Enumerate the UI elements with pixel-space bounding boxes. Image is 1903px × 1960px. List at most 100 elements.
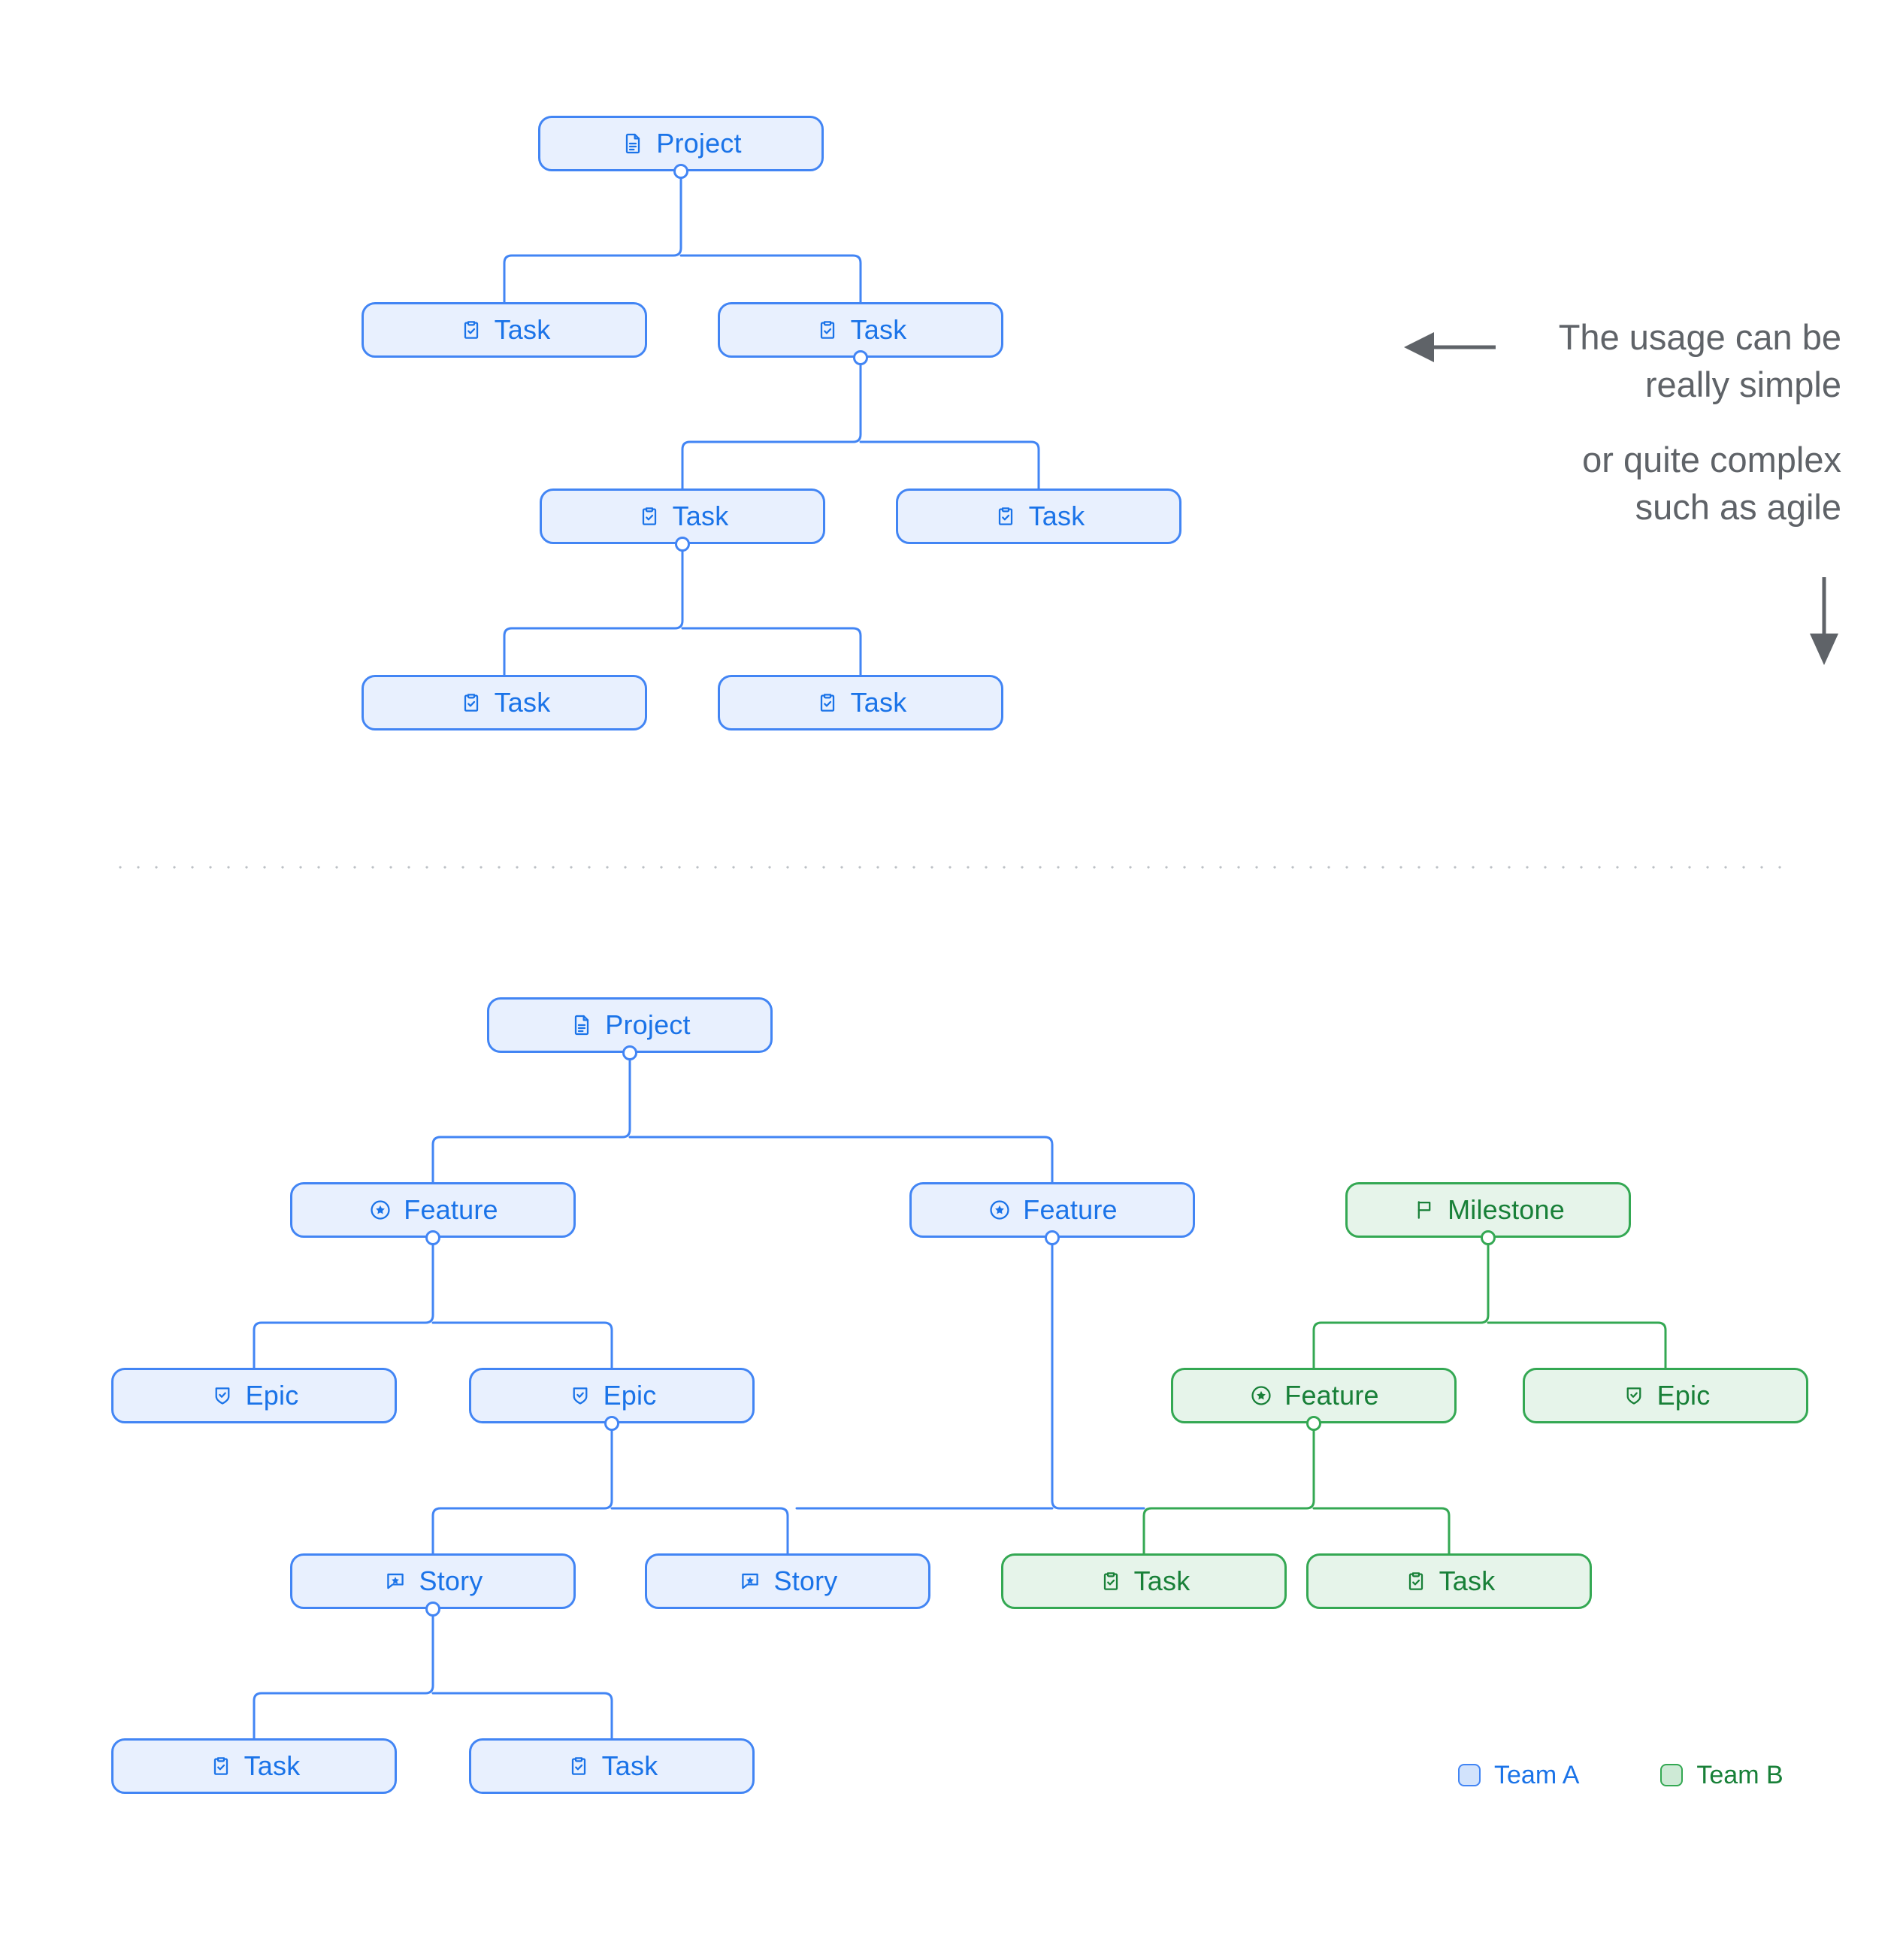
node-task-s5[interactable]: Task [362, 675, 647, 730]
document-icon [620, 131, 646, 156]
node-label: Project [656, 128, 742, 159]
annotation-paragraph-1: The usage can be really simple [1496, 314, 1841, 408]
node-label: Epic [245, 1380, 299, 1411]
node-label: Task [1133, 1565, 1191, 1596]
node-label: Task [494, 687, 551, 718]
node-label: Task [1028, 501, 1085, 531]
connector-dot [675, 537, 690, 552]
node-label: Feature [1284, 1380, 1379, 1411]
team-legend: Team A Team B [1458, 1762, 1783, 1788]
node-task-a12[interactable]: Task [111, 1738, 397, 1794]
node-label: Feature [404, 1194, 498, 1225]
legend-item-team-a[interactable]: Team A [1458, 1762, 1579, 1788]
node-label: Task [1439, 1565, 1496, 1596]
edge-group-agile-feature-green [1142, 1422, 1451, 1555]
clipboard-check-icon [458, 690, 484, 715]
legend-label-team-b: Team B [1696, 1761, 1783, 1789]
connector-dot [673, 164, 688, 179]
shield-check-icon [567, 1383, 593, 1408]
annotation-paragraph-2: or quite complex such as agile [1496, 437, 1841, 531]
node-feature-a2[interactable]: Feature [909, 1182, 1195, 1238]
node-milestone-a3[interactable]: Milestone [1345, 1182, 1631, 1238]
connector-dot [425, 1230, 440, 1245]
edge-group-agile-story1 [253, 1608, 613, 1740]
node-feature-a1[interactable]: Feature [290, 1182, 576, 1238]
edge-group-agile-milestone [1312, 1236, 1667, 1369]
node-label: Feature [1023, 1194, 1118, 1225]
section-divider [111, 866, 1792, 869]
annotation-line-2: really simple [1644, 364, 1841, 404]
connector-dot [1481, 1230, 1496, 1245]
arrow-down-icon [1810, 577, 1838, 665]
node-label: Task [850, 687, 907, 718]
legend-item-team-b[interactable]: Team B [1660, 1762, 1783, 1788]
node-label: Story [773, 1565, 838, 1596]
star-circle-icon [368, 1197, 393, 1223]
node-story-a9[interactable]: Story [645, 1553, 930, 1609]
edge-group-simple-level3 [503, 543, 862, 676]
star-circle-icon [987, 1197, 1012, 1223]
edge-group-agile-epic2 [431, 1422, 789, 1555]
node-label: Task [244, 1750, 301, 1781]
node-project-a0[interactable]: Project [487, 997, 773, 1053]
legend-swatch-team-b [1660, 1764, 1684, 1786]
document-icon [569, 1012, 594, 1038]
node-label: Task [601, 1750, 658, 1781]
connector-dot [604, 1416, 619, 1431]
annotation-note: The usage can be really simple or quite … [1496, 314, 1841, 531]
node-label: Epic [1656, 1380, 1711, 1411]
clipboard-check-icon [566, 1753, 591, 1779]
clipboard-check-icon [1098, 1568, 1124, 1594]
clipboard-check-icon [208, 1753, 234, 1779]
node-task-a13[interactable]: Task [469, 1738, 755, 1794]
annotation-line-1: The usage can be [1558, 317, 1841, 357]
node-story-a8[interactable]: Story [290, 1553, 576, 1609]
edge-group-agile-feature2-crossing [795, 1236, 1145, 1510]
connector-dot [425, 1602, 440, 1617]
node-label: Story [419, 1565, 483, 1596]
star-circle-icon [1248, 1383, 1274, 1408]
arrow-left-icon [1404, 332, 1496, 362]
edge-group-agile-feature1 [253, 1236, 613, 1369]
clipboard-check-icon [815, 317, 840, 343]
clipboard-check-icon [993, 504, 1018, 529]
node-project-s0[interactable]: Project [538, 116, 824, 171]
node-task-s6[interactable]: Task [718, 675, 1003, 730]
clipboard-check-icon [458, 317, 484, 343]
node-label: Project [605, 1009, 691, 1040]
node-task-s2[interactable]: Task [718, 302, 1003, 358]
edge-group-simple-level2 [681, 356, 1040, 490]
node-task-a11[interactable]: Task [1306, 1553, 1592, 1609]
connector-dot [622, 1045, 637, 1060]
node-task-a10[interactable]: Task [1001, 1553, 1287, 1609]
node-label: Task [494, 314, 551, 345]
node-label: Epic [603, 1380, 657, 1411]
annotation-line-3: or quite complex [1582, 440, 1841, 479]
clipboard-check-icon [815, 690, 840, 715]
shield-check-icon [210, 1383, 235, 1408]
node-feature-a6[interactable]: Feature [1171, 1368, 1457, 1423]
edge-group-agile-root [431, 1051, 1054, 1184]
story-bubble-icon [737, 1568, 763, 1594]
connector-dot [1306, 1416, 1321, 1431]
legend-swatch-team-a [1458, 1764, 1481, 1786]
edge-group-simple-root [503, 170, 862, 304]
annotation-line-4: such as agile [1635, 486, 1841, 527]
node-epic-a4[interactable]: Epic [111, 1368, 397, 1423]
node-task-s4[interactable]: Task [896, 488, 1181, 544]
node-label: Task [672, 501, 729, 531]
node-label: Task [850, 314, 907, 345]
legend-label-team-a: Team A [1494, 1761, 1580, 1789]
node-task-s3[interactable]: Task [540, 488, 825, 544]
node-task-s1[interactable]: Task [362, 302, 647, 358]
node-label: Milestone [1448, 1194, 1565, 1225]
connector-dot [853, 350, 868, 365]
node-epic-a7[interactable]: Epic [1523, 1368, 1808, 1423]
shield-check-icon [1621, 1383, 1647, 1408]
node-epic-a5[interactable]: Epic [469, 1368, 755, 1423]
story-bubble-icon [383, 1568, 408, 1594]
clipboard-check-icon [637, 504, 662, 529]
flag-icon [1411, 1197, 1437, 1223]
